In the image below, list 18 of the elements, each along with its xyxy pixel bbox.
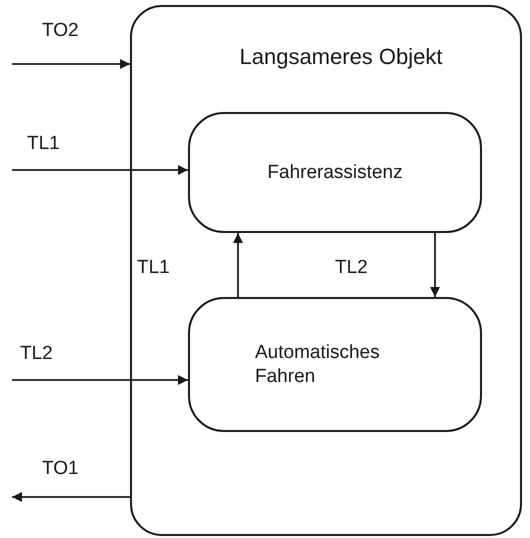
edge-label: TL2 [335,257,368,279]
container-box [130,5,522,536]
arrow [12,492,130,502]
arrow [233,233,243,297]
arrow [12,59,130,69]
box-label: Automatisches Fahren [255,340,381,388]
arrow [12,165,188,175]
edge-label: TO2 [42,20,79,42]
box-title: Langsameres Objekt [240,43,442,70]
edge-label: TL1 [27,133,60,155]
process-box [188,297,482,432]
box-label: Fahrerassistenz [267,160,403,184]
edge-label: TL2 [20,343,53,365]
arrow [430,233,440,297]
arrow [12,375,188,385]
edge-label: TL1 [137,257,170,279]
process-box [188,112,482,233]
edge-label: TO1 [42,458,79,480]
